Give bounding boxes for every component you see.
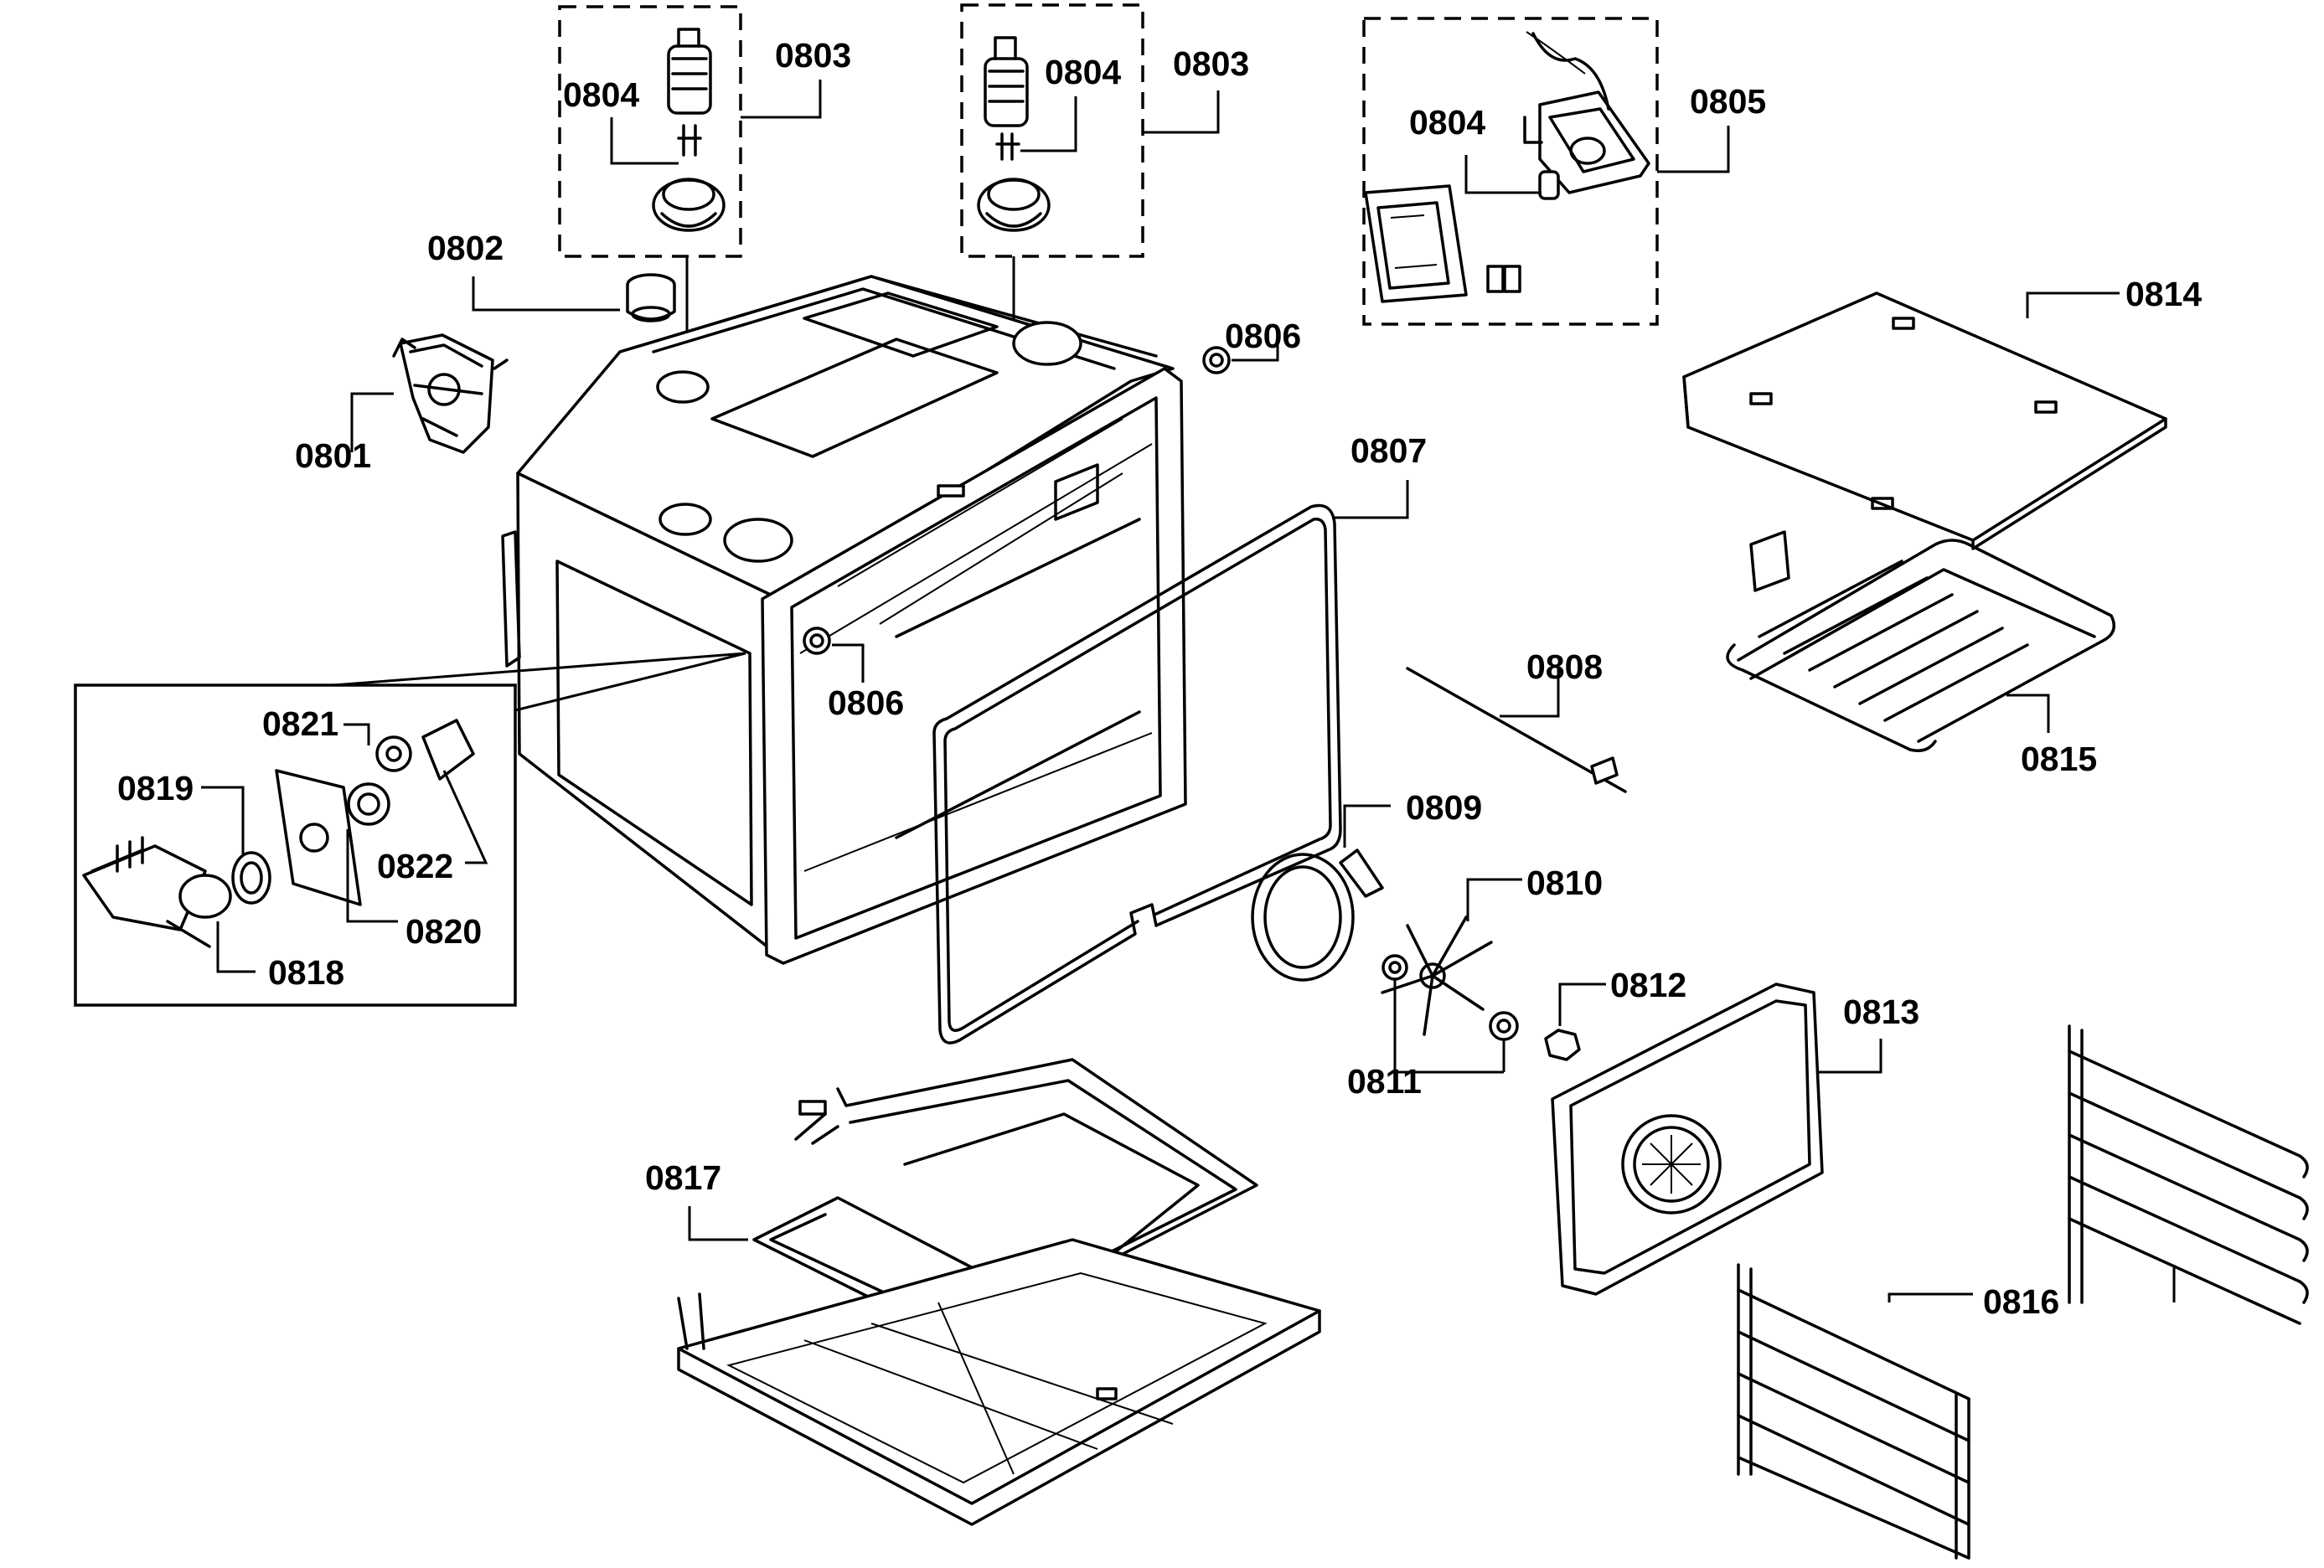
part-0809-fan-ring: [1251, 804, 1391, 982]
part-0822-bracket: [347, 719, 488, 864]
part-0811-washer: [1381, 954, 1519, 1074]
leader-line: [1500, 666, 1560, 718]
leader-line: [1464, 155, 1542, 194]
leader-line: [1393, 980, 1505, 1074]
part-0816-rack-left: [1737, 1263, 1973, 1560]
leader-line: [2006, 694, 2050, 733]
part-0806-screw-mid: [803, 627, 865, 683]
leader-line: [1143, 90, 1220, 134]
leader-line: [333, 652, 746, 712]
label-0814: 0814: [2125, 275, 2202, 313]
lamp-assembly-left: [558, 5, 822, 352]
label-0821: 0821: [262, 704, 338, 743]
leader-line: [1657, 126, 1730, 173]
label-0806-top: 0806: [1225, 317, 1301, 355]
label-0801: 0801: [295, 436, 371, 475]
leader-line: [201, 786, 245, 854]
inset-detail: [74, 652, 746, 1007]
leader-line: [442, 770, 488, 864]
lamp-assembly-right: [960, 3, 1220, 327]
oven-cavity: [501, 275, 1187, 965]
leader-line: [741, 80, 822, 119]
label-0818: 0818: [268, 953, 344, 992]
label-0817: 0817: [645, 1158, 721, 1197]
label-0810: 0810: [1526, 864, 1603, 902]
label-0804-left: 0804: [563, 75, 639, 114]
label-0809: 0809: [1406, 788, 1482, 827]
leader-line: [1332, 480, 1409, 519]
part-0818-thermostat: [82, 836, 256, 973]
part-0806-screw-top: [1202, 339, 1279, 374]
label-0812: 0812: [1610, 966, 1686, 1004]
label-0816: 0816: [1983, 1282, 2059, 1321]
label-0807: 0807: [1351, 431, 1427, 470]
leader-line: [1343, 804, 1391, 848]
label-0820: 0820: [405, 912, 482, 951]
side-lamp-housing: [1523, 31, 1650, 200]
part-labels: 0801 0802 0803 0803 0804 0804 0804 0805 …: [117, 36, 2202, 1321]
label-0808: 0808: [1526, 647, 1603, 686]
leader-line: [2172, 1265, 2176, 1302]
label-0804-mid: 0804: [1045, 53, 1121, 91]
leader-line: [472, 276, 620, 312]
part-0808-sensor: [1406, 666, 1627, 793]
part-0801-motor: [350, 333, 509, 454]
leader-line: [1020, 96, 1077, 152]
label-0802: 0802: [427, 229, 504, 267]
leader-line: [1466, 878, 1522, 921]
label-0803-right: 0803: [1173, 44, 1249, 83]
label-0805: 0805: [1690, 82, 1766, 121]
leader-line: [1888, 1292, 1973, 1302]
part-0810-fan-blade: [1381, 878, 1522, 1036]
leader-line: [832, 643, 865, 683]
leader-line: [688, 1206, 748, 1241]
label-0813: 0813: [1843, 993, 1919, 1031]
part-0821-bushing: [343, 723, 412, 772]
leader-line: [610, 117, 679, 165]
part-0819-ring: [201, 786, 271, 905]
bottom-panel: [677, 1238, 1321, 1526]
side-lamp-assembly: [1362, 17, 1730, 326]
leader-line: [1558, 983, 1606, 1026]
part-0820-plate: [275, 769, 398, 923]
lamp-socket-right: [984, 36, 1029, 161]
leader-line: [216, 921, 256, 973]
part-0807-gasket: [932, 480, 1409, 1044]
lamp-socket-left: [667, 28, 712, 157]
leader-line: [346, 829, 398, 923]
part-0812-nut: [1544, 983, 1606, 1061]
leader-line: [2026, 291, 2120, 318]
label-0815: 0815: [2021, 740, 2097, 778]
leader-line: [1232, 339, 1279, 362]
part-0814-top-panel: [1682, 291, 2167, 550]
label-0804-right: 0804: [1409, 103, 1485, 142]
label-0806-mid: 0806: [828, 683, 904, 722]
part-0813-fan-cover: [1551, 983, 1882, 1296]
lamp-lens-left: [652, 178, 726, 232]
part-0815-broil-element: [1726, 530, 2116, 752]
part-0802-tube: [472, 273, 676, 322]
label-0822: 0822: [377, 847, 453, 885]
side-lamp-glass: [1364, 184, 1468, 303]
leader-line: [350, 392, 394, 452]
leader-line: [343, 723, 370, 745]
part-0816-rack-right: [2068, 1024, 2309, 1325]
side-lamp-clips: [1486, 265, 1521, 293]
label-0803-left: 0803: [775, 36, 851, 75]
label-0811: 0811: [1347, 1062, 1422, 1101]
leader-line: [1818, 1039, 1882, 1074]
lamp-lens-right: [977, 178, 1051, 232]
label-0819: 0819: [117, 769, 194, 807]
